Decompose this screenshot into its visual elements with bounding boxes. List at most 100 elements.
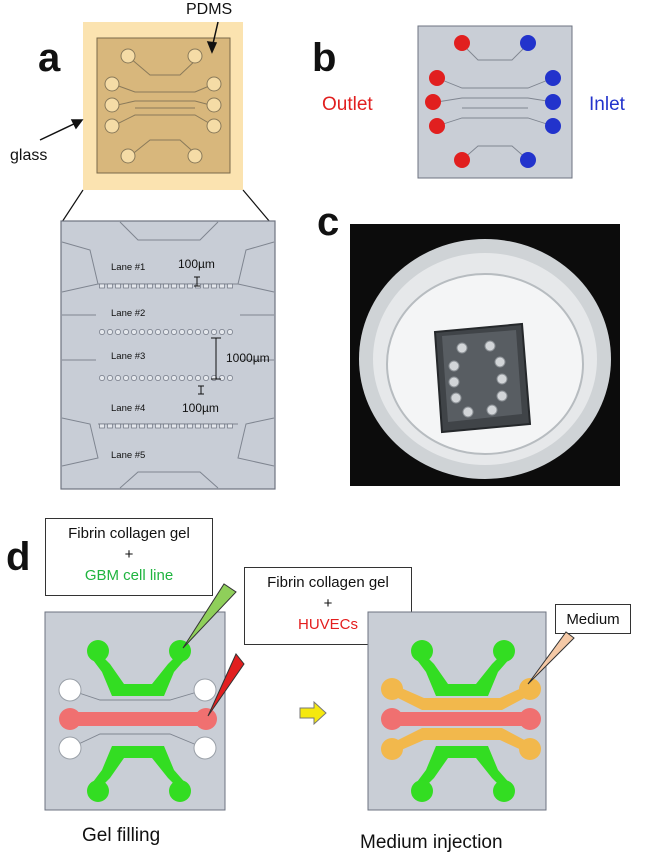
gbm-gel-left xyxy=(87,640,191,802)
dimension-label-3: 100µm xyxy=(182,401,219,415)
pdms-arrow xyxy=(211,21,219,49)
pillar xyxy=(107,283,113,289)
pillar xyxy=(131,375,137,381)
box2-line1: Fibrin collagen gel xyxy=(267,574,389,591)
pdms-label: PDMS xyxy=(186,1,233,18)
pillar xyxy=(155,329,161,335)
label-box-medium: Medium xyxy=(555,604,631,634)
pillar xyxy=(211,329,217,335)
huvec-gel-left xyxy=(59,708,217,730)
pillar xyxy=(227,329,233,335)
pillar xyxy=(155,423,161,429)
pillar xyxy=(139,283,145,289)
gbm-gel-right xyxy=(411,640,515,802)
huvec-gel-right xyxy=(381,708,541,730)
pillar xyxy=(131,283,137,289)
chip-photo xyxy=(350,224,620,486)
pillar xyxy=(227,423,233,429)
outlet-label: Outlet xyxy=(322,94,373,115)
pillar xyxy=(123,283,129,289)
pillar xyxy=(107,329,113,335)
pillar xyxy=(187,423,193,429)
pdms-channels xyxy=(112,57,215,157)
pillar xyxy=(115,329,121,335)
pillar xyxy=(147,283,153,289)
pillar xyxy=(147,329,153,335)
pillar xyxy=(179,375,185,381)
pillar xyxy=(139,423,145,429)
pillar xyxy=(219,283,225,289)
panel-d-letter: d xyxy=(6,535,31,579)
panel-c-letter: c xyxy=(317,200,340,244)
pillar xyxy=(171,329,177,335)
pillar xyxy=(155,283,161,289)
panel-a-letter: a xyxy=(38,36,61,80)
pillar xyxy=(219,329,225,335)
pillar xyxy=(131,329,137,335)
lane-2-label: Lane #2 xyxy=(111,308,146,319)
label-box-gbm: Fibrin collagen gel + GBM cell line xyxy=(45,518,213,596)
pillar xyxy=(115,423,121,429)
medium-channels xyxy=(381,678,541,760)
box1-plus: + xyxy=(124,546,134,563)
pillar xyxy=(171,283,177,289)
box2-plus: + xyxy=(323,595,333,612)
glass-arrow xyxy=(39,121,79,141)
pillar xyxy=(131,423,137,429)
inlet-ports xyxy=(520,35,561,168)
pillar xyxy=(99,423,105,429)
pdms-block xyxy=(96,37,231,174)
dimension-label-1: 100µm xyxy=(178,257,215,271)
caption-gel-filling: Gel filling xyxy=(82,825,161,846)
inlet-label: Inlet xyxy=(589,94,625,115)
pillar xyxy=(147,375,153,381)
outlet-ports xyxy=(425,35,470,168)
pillar xyxy=(227,375,233,381)
pillar xyxy=(179,283,185,289)
pillar xyxy=(163,375,169,381)
pillar xyxy=(99,329,105,335)
empty-ports xyxy=(58,678,217,760)
pillar xyxy=(123,375,129,381)
pillar xyxy=(123,329,129,335)
label-box-huvec: Fibrin collagen gel + HUVECs xyxy=(244,567,412,645)
lane-4-label: Lane #4 xyxy=(111,403,146,414)
pillar xyxy=(195,283,201,289)
pillar xyxy=(147,423,153,429)
pillar xyxy=(179,329,185,335)
pillar xyxy=(187,375,193,381)
chip-left xyxy=(44,611,226,811)
pillar xyxy=(219,375,225,381)
pillar xyxy=(139,375,145,381)
pillar xyxy=(219,423,225,429)
pillar-rows xyxy=(99,283,233,429)
pillar xyxy=(163,283,169,289)
pillar xyxy=(123,423,129,429)
pillar xyxy=(211,375,217,381)
medium-pipette-tip xyxy=(527,631,575,685)
caption-medium-injection: Medium injection xyxy=(360,832,503,853)
pillar xyxy=(115,375,121,381)
pillar xyxy=(195,375,201,381)
pillar xyxy=(115,283,121,289)
box1-line3: GBM cell line xyxy=(84,567,174,584)
box1-line1: Fibrin collagen gel xyxy=(68,525,190,542)
pillar xyxy=(107,423,113,429)
lane-1-label: Lane #1 xyxy=(111,262,146,273)
pillar xyxy=(195,423,201,429)
zoomed-chip xyxy=(60,220,276,490)
pillar xyxy=(203,283,209,289)
pillar xyxy=(187,283,193,289)
panel-b-letter: b xyxy=(312,36,337,80)
red-pipette-tip xyxy=(207,653,245,717)
glass-slide xyxy=(83,22,243,190)
pillar xyxy=(187,329,193,335)
process-arrow xyxy=(299,700,327,726)
pillar xyxy=(139,329,145,335)
pillar xyxy=(211,423,217,429)
pillar xyxy=(99,375,105,381)
pillar xyxy=(155,375,161,381)
pillar xyxy=(171,375,177,381)
pillar xyxy=(203,423,209,429)
pillar xyxy=(163,423,169,429)
